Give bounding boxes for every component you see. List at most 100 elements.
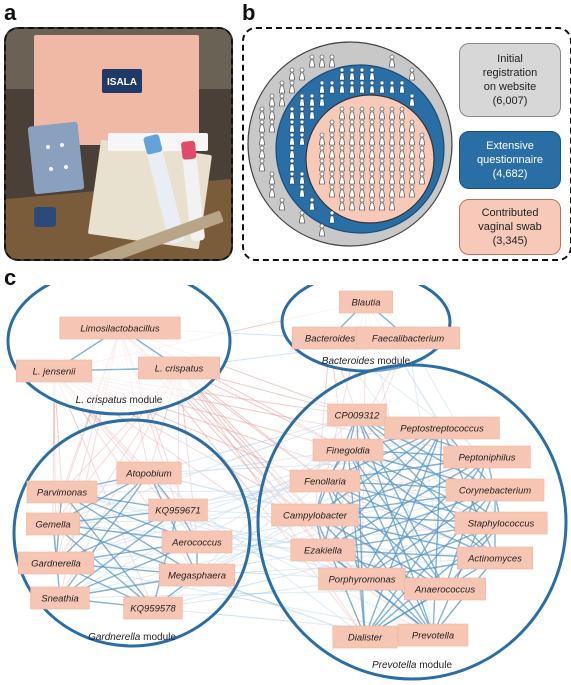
person-icon <box>369 106 375 120</box>
legend-registration-count: (6,007) <box>492 95 528 107</box>
module-label-prevotella: Prevotella module <box>372 660 452 671</box>
legend-swab-line1: Contributed <box>481 207 539 219</box>
legend-registration: Initial registration on website (6,007) <box>459 43 561 117</box>
panel-b-label: b <box>242 0 256 25</box>
positive-edge <box>61 489 496 493</box>
module-label-bacteroides: Bacteroides module <box>322 356 411 367</box>
positive-edge <box>148 472 198 576</box>
node-label: KQ959671 <box>155 506 200 517</box>
person-icon <box>299 184 305 198</box>
node-l-crispatus: L. crispatus <box>138 356 220 380</box>
legend-registration-line2: registration <box>482 67 538 79</box>
person-icon <box>269 184 275 198</box>
person-icon <box>369 171 375 185</box>
legend-swab-count: (3,345) <box>492 235 528 247</box>
person-icon <box>319 93 325 107</box>
node-campylobacter: Campylobacter <box>271 503 359 527</box>
person-icon <box>349 145 355 159</box>
person-icon <box>309 93 315 107</box>
person-icon <box>289 158 295 172</box>
person-icon <box>269 106 275 120</box>
person-icon <box>289 171 295 185</box>
person-icon <box>299 132 305 146</box>
person-icon <box>349 132 355 146</box>
positive-edge <box>322 449 349 551</box>
person-icon <box>329 54 335 68</box>
person-icon <box>389 171 395 185</box>
person-icon <box>379 158 385 172</box>
person-icon <box>329 184 335 198</box>
person-icon <box>259 145 265 159</box>
person-icon <box>379 184 385 198</box>
node-limosilactobacillus: Limosilactobacillus <box>59 316 181 340</box>
person-icon <box>359 171 365 185</box>
node-label: Peptoniphilus <box>458 453 515 464</box>
legend-swab-line2: vaginal swab <box>478 221 542 233</box>
person-icon <box>269 171 275 185</box>
person-icon <box>389 80 395 94</box>
node-anaerococcus: Anaerococcus <box>404 577 486 601</box>
node-megasphaera: Megasphaera <box>158 563 236 587</box>
node-peptoniphilus: Peptoniphilus <box>443 445 531 469</box>
person-icon <box>299 210 305 224</box>
person-icon <box>329 171 335 185</box>
person-icon <box>359 106 365 120</box>
positive-edge <box>59 588 446 599</box>
node-label: Aerococcus <box>171 538 222 549</box>
person-icon <box>309 197 315 211</box>
node-fenollaria: Fenollaria <box>289 469 361 493</box>
person-icon <box>419 145 425 159</box>
person-icon <box>269 93 275 107</box>
node-label: Finegoldia <box>326 446 370 457</box>
positive-edge <box>314 427 443 516</box>
person-icon <box>369 145 375 159</box>
node-label: Dialister <box>348 633 383 644</box>
person-icon <box>339 106 345 120</box>
positive-edge <box>324 480 363 580</box>
person-icon <box>319 158 325 172</box>
person-icon <box>369 80 375 94</box>
person-icon <box>409 67 415 81</box>
person-icon <box>379 80 385 94</box>
person-icon <box>319 80 325 94</box>
nested-circles <box>247 41 453 247</box>
positive-edge <box>59 489 496 599</box>
participant-flow-panel: Initial registration on website (6,007) … <box>242 27 571 261</box>
node-sneathia: Sneathia <box>30 586 90 610</box>
person-icon <box>289 106 295 120</box>
legend-questionnaire: Extensive questionnaire (4,682) <box>459 131 561 189</box>
person-icon <box>399 80 405 94</box>
node-gardnerella: Gardnerella <box>17 551 95 575</box>
person-icon <box>369 197 375 211</box>
person-icon <box>399 132 405 146</box>
person-icon <box>389 158 395 172</box>
person-icon <box>339 67 345 81</box>
node-label: KQ959578 <box>130 604 176 615</box>
node-staphylococcus: Staphylococcus <box>454 511 548 535</box>
node-finegoldia: Finegoldia <box>312 438 384 462</box>
kit-photo-illustration: ISALA <box>6 29 231 259</box>
legend-questionnaire-count: (4,682) <box>492 168 528 180</box>
person-icon <box>389 184 395 198</box>
isala-logo-text: ISALA <box>107 77 137 88</box>
person-icon <box>359 197 365 211</box>
person-icon <box>359 145 365 159</box>
person-icon <box>399 171 405 185</box>
person-icon <box>409 184 415 198</box>
legend-swab: Contributed vaginal swab (3,345) <box>459 199 561 255</box>
person-icon <box>389 54 395 68</box>
person-icon <box>389 119 395 133</box>
panel-a-label: a <box>4 0 17 25</box>
node-label: Parvimonas <box>37 488 87 499</box>
node-label: Prevotella <box>412 631 454 642</box>
person-icon <box>339 171 345 185</box>
node-blautia: Blautia <box>339 290 393 314</box>
legend-registration-line3: on website <box>483 81 537 93</box>
person-icon <box>409 119 415 133</box>
node-label: L. jensenii <box>33 367 77 378</box>
person-icon <box>359 119 365 133</box>
person-icon <box>369 119 375 133</box>
person-icon <box>409 93 415 107</box>
